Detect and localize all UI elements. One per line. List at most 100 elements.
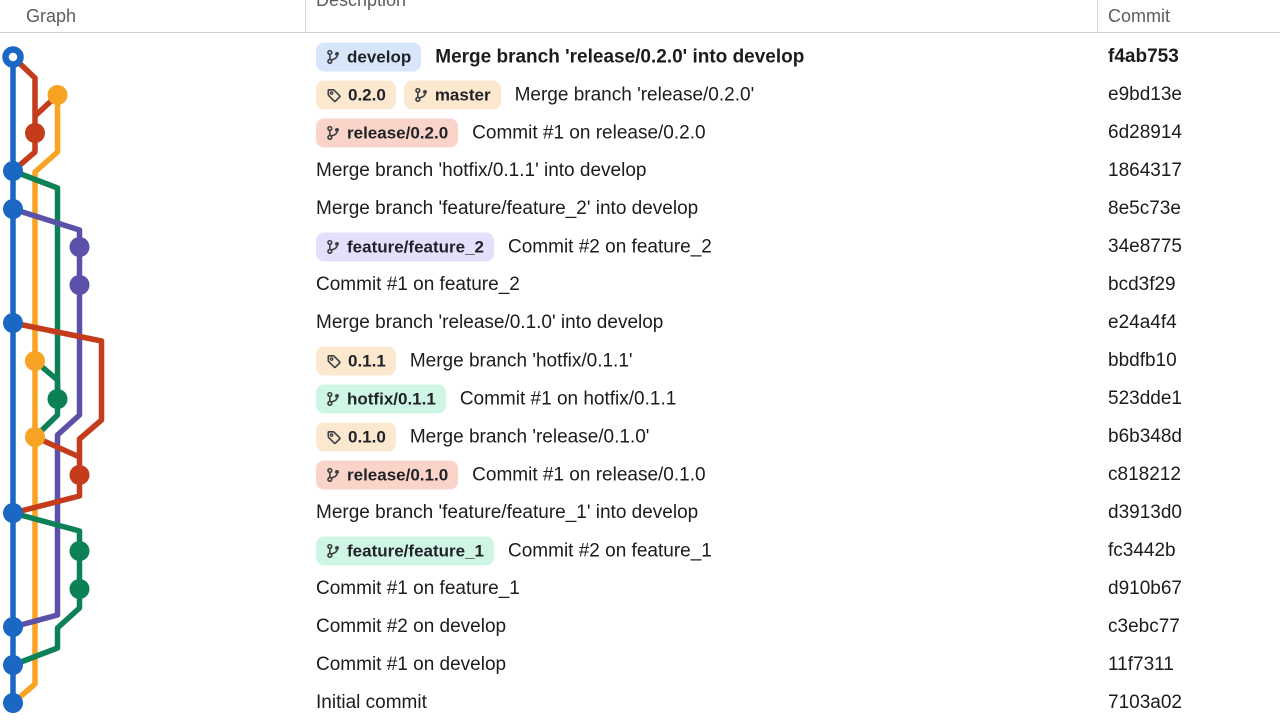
ref-badge-label: release/0.2.0 (347, 123, 449, 142)
commit-hash: 7103a02 (1108, 692, 1182, 713)
commit-description-cell: develop Merge branch 'release/0.2.0' into… (316, 42, 805, 72)
release010-line (12, 320, 105, 516)
commit-hash: 1864317 (1108, 160, 1182, 181)
commit-message: Initial commit (316, 692, 427, 713)
commit-dot (25, 351, 45, 371)
commit-hash: bcd3f29 (1108, 274, 1176, 295)
branch-badge[interactable]: hotfix/0.1.1 (316, 384, 446, 414)
feature2-line (12, 206, 83, 630)
commit-description-cell: Merge branch 'release/0.1.0' into develo… (316, 312, 663, 334)
commit-row[interactable]: develop Merge branch 'release/0.2.0' into… (0, 38, 1280, 76)
commit-row[interactable]: Commit #1 on feature_2 bcd3f29 (0, 266, 1280, 304)
commit-row[interactable]: Merge branch 'release/0.1.0' into develo… (0, 304, 1280, 342)
column-divider (305, 0, 306, 32)
commit-row[interactable]: 0.2.0 master Merge branch 'release/0.2.0'… (0, 76, 1280, 114)
commit-row[interactable]: Commit #1 on feature_1 d910b67 (0, 570, 1280, 608)
commit-message: Commit #1 on feature_1 (316, 578, 520, 599)
commit-hash: b6b348d (1108, 426, 1182, 447)
feature1-line (12, 510, 83, 668)
commit-graph (2, 46, 105, 713)
commit-message: Merge branch 'feature/feature_1' into de… (316, 502, 699, 523)
commit-dot (25, 123, 45, 143)
commit-dot (69, 541, 90, 561)
branch-badge[interactable]: master (403, 80, 501, 110)
commit-message: Merge branch 'release/0.2.0' (514, 84, 755, 105)
ref-badge-label: feature/feature_2 (347, 237, 485, 256)
commit-description-cell: 0.2.0 master Merge branch 'release/0.2.0' (316, 80, 755, 110)
commit-description-cell: Commit #1 on feature_2 (316, 274, 520, 296)
commit-hash: 523dde1 (1108, 388, 1182, 409)
commit-hash: fc3442b (1108, 540, 1176, 561)
commit-row[interactable]: Commit #1 on develop 11f7311 (0, 646, 1280, 684)
git-branch-icon (414, 87, 427, 102)
commit-dot (25, 427, 45, 447)
git-branch-icon (327, 467, 339, 482)
commit-hash: e9bd13e (1108, 84, 1182, 105)
commit-hash: e24a4f4 (1108, 312, 1177, 333)
commit-list: develop Merge branch 'release/0.2.0' into… (0, 33, 1280, 720)
tag-badge[interactable]: 0.1.0 (316, 422, 396, 452)
git-branch-icon (327, 391, 339, 406)
commit-hash: c818212 (1108, 464, 1181, 485)
commit-message: Commit #1 on feature_2 (316, 274, 520, 295)
git-branch-icon (327, 543, 339, 558)
tag-icon (327, 88, 341, 102)
commit-message: Merge branch 'hotfix/0.1.1' into develop (316, 160, 647, 181)
commit-dot (69, 465, 90, 485)
commit-description-cell: Merge branch 'feature/feature_1' into de… (316, 502, 698, 524)
ref-badge-label: 0.2.0 (348, 85, 386, 104)
commit-hash: 11f7311 (1108, 654, 1174, 675)
ref-badge-label: 0.1.1 (348, 351, 386, 370)
ref-badge-label: develop (347, 47, 412, 66)
commit-description-cell: Merge branch 'hotfix/0.1.1' into develop (316, 160, 646, 182)
tag-icon (327, 354, 341, 368)
commit-dot (69, 237, 90, 257)
commit-description-cell: Commit #1 on feature_1 (316, 578, 520, 600)
commit-description-cell: Commit #2 on develop (316, 616, 506, 638)
commit-row[interactable]: Merge branch 'feature/feature_2' into de… (0, 190, 1280, 228)
commit-row[interactable]: Merge branch 'feature/feature_1' into de… (0, 494, 1280, 532)
commit-hash: c3ebc77 (1108, 616, 1180, 637)
commit-dot (47, 389, 68, 409)
tag-icon (327, 430, 341, 444)
commit-message: Commit #1 on release/0.1.0 (472, 464, 706, 485)
column-divider (1097, 0, 1098, 32)
commit-dot (3, 503, 23, 523)
commit-message: Commit #2 on develop (316, 616, 507, 637)
commit-row[interactable]: Merge branch 'hotfix/0.1.1' into develop… (0, 152, 1280, 190)
commit-message: Merge branch 'release/0.2.0' into develo… (435, 46, 805, 67)
ref-badge-label: master (434, 85, 491, 104)
commit-hash: d910b67 (1108, 578, 1182, 599)
tag-badge[interactable]: 0.1.1 (316, 346, 396, 376)
commit-row[interactable]: Initial commit 7103a02 (0, 684, 1280, 720)
column-header-commit: Commit (1108, 6, 1170, 26)
commit-row[interactable]: Commit #2 on develop c3ebc77 (0, 608, 1280, 646)
branch-badge[interactable]: develop (316, 42, 422, 72)
git-branch-icon (327, 49, 339, 64)
branch-badge[interactable]: feature/feature_1 (316, 536, 495, 566)
commit-message: Merge branch 'release/0.1.0' into develo… (316, 312, 664, 333)
commit-dot (69, 579, 90, 599)
commit-dot (3, 313, 23, 333)
tag-badge[interactable]: 0.2.0 (316, 80, 396, 110)
branch-badge[interactable]: release/0.2.0 (316, 118, 459, 148)
commit-dot (47, 85, 68, 105)
ref-badge-label: release/0.1.0 (347, 465, 449, 484)
table-header: Graph Description Commit (0, 0, 1280, 33)
branch-badge[interactable]: release/0.1.0 (316, 460, 459, 490)
commit-hash: d3913d0 (1108, 502, 1182, 523)
branch-badge[interactable]: feature/feature_2 (316, 232, 495, 262)
commit-dot (3, 693, 23, 713)
